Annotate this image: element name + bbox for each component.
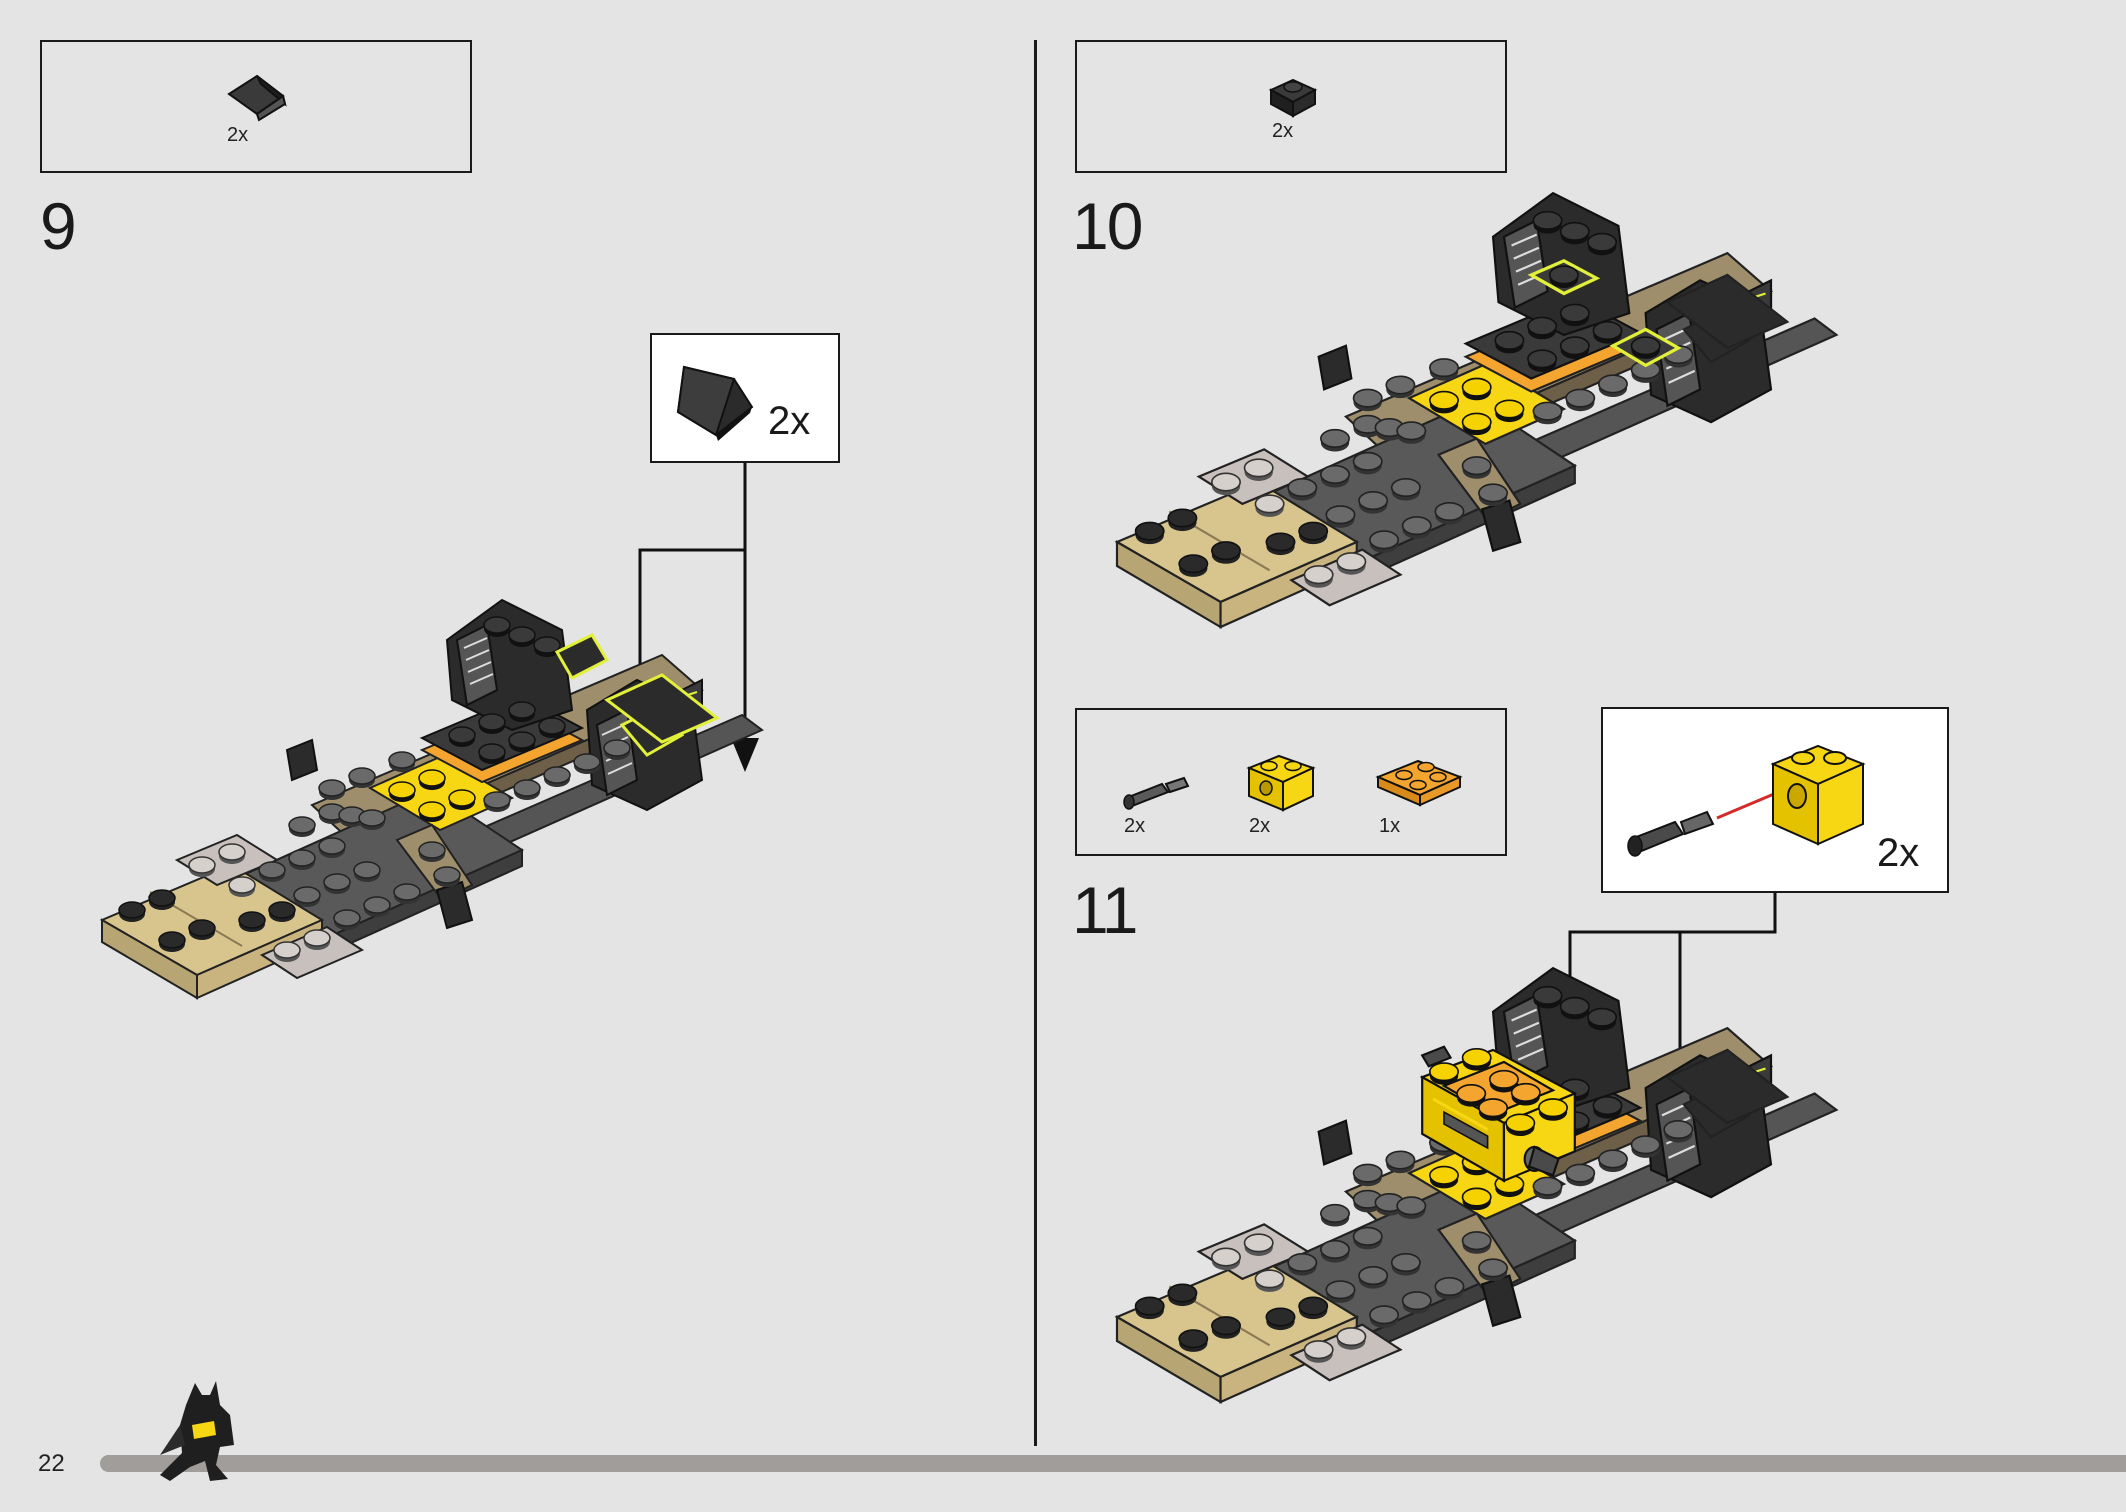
- step11-callout: 2x: [1601, 707, 1949, 893]
- step11-callout-qty: 2x: [1877, 831, 1920, 875]
- step10-part-qty: 2x: [1272, 120, 1294, 142]
- arrow-down-icon: [731, 738, 759, 772]
- step9-model: [102, 620, 802, 1060]
- step9-part-qty: 2x: [227, 124, 249, 146]
- step10-model: [1117, 215, 1917, 655]
- step10-number: 10: [1072, 189, 1143, 263]
- page-divider: [1034, 40, 1037, 1446]
- batman-icon: [160, 1381, 234, 1481]
- step11-model: [1117, 990, 1917, 1430]
- black-slope-wedge-icon: [676, 365, 754, 441]
- black-slope-wedge-icon: [227, 74, 287, 122]
- step11-part2-qty: 2x: [1249, 815, 1271, 837]
- step10-parts-box: 2x: [1075, 40, 1507, 173]
- step11-number: 11: [1072, 873, 1139, 947]
- step11-part3-qty: 1x: [1379, 815, 1401, 837]
- step9-callout-qty: 2x: [768, 399, 811, 443]
- page-number: 22: [38, 1450, 65, 1477]
- step9-parts-box: 2x: [40, 40, 472, 173]
- dark-gray-axle-pin-icon: [1123, 776, 1190, 810]
- step11-part1-qty: 2x: [1124, 815, 1146, 837]
- orange-plate-2x2-icon: [1375, 759, 1463, 807]
- yellow-technic-brick-icon: [1246, 754, 1316, 812]
- progress-bar-track: [100, 1455, 2126, 1472]
- step9-number: 9: [40, 189, 77, 263]
- step9-callout: 2x: [650, 333, 840, 463]
- pin-into-brick-icon: [1627, 744, 1866, 857]
- black-plate-1x1-icon: [1268, 78, 1318, 118]
- step11-parts-box: 2x 2x 1x: [1075, 708, 1507, 856]
